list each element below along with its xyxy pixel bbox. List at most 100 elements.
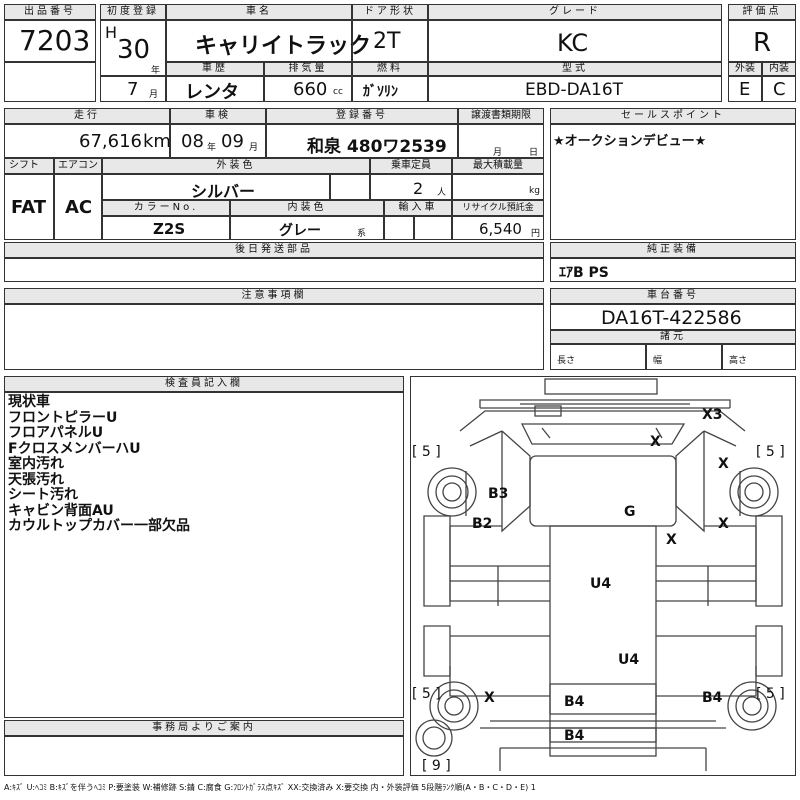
model-value: EBD-DA16T (525, 80, 624, 100)
color-no-value: Z2S (153, 220, 186, 238)
equipment-value: ｴｱB PS (559, 265, 609, 281)
mark-rear-left: X (484, 690, 495, 706)
history-value: レンタ (185, 82, 239, 103)
shift-header: シフト (4, 158, 54, 174)
inspector-line: フロアパネルU (8, 425, 104, 441)
int-color-header: 内装色 (230, 200, 384, 216)
inspector-line: 現状車 (8, 394, 50, 410)
equipment-cell: ｴｱB PS (550, 258, 796, 282)
fuel-cell: ｶﾞｿﾘﾝ (352, 76, 428, 102)
office-header: 事務局よりご案内 (4, 720, 404, 736)
mark-bed-rear: U4 (618, 652, 639, 668)
first-reg-cell: H 30 年 (100, 20, 166, 76)
transfer-day-unit: 日 (529, 148, 539, 158)
shift-cell: FAT (4, 174, 54, 240)
mark-right-front: X (718, 456, 729, 472)
model-header: 型式 (428, 62, 722, 76)
mark-bed-front: U4 (590, 576, 611, 592)
inspection-month-unit: 月 (249, 143, 259, 153)
inspection-cell: 08 年 09 月 (170, 124, 266, 158)
displacement-header: 排気量 (264, 62, 352, 76)
mileage-header: 走行 (4, 108, 170, 124)
inspector-line: カウルトップカバー一部欠品 (8, 518, 190, 534)
exterior-header: 外装 (728, 62, 762, 76)
inspector-line: フロントピラーU (8, 409, 118, 426)
mileage-value: 67,616 (79, 131, 142, 152)
int-color-suffix: 系 (357, 229, 367, 239)
aircon-header: エアコン (54, 158, 102, 174)
first-reg-month: 7 (127, 79, 139, 100)
caution-header: 注意事項欄 (4, 288, 544, 304)
door-value: 2T (373, 29, 401, 54)
ext-color-header: 外装色 (102, 158, 370, 174)
mileage-unit: km (143, 131, 171, 152)
mark-rear-bumper: B4 (564, 728, 585, 744)
caution-cell (4, 304, 544, 370)
plate-value: 和泉 480ワ2539 (307, 137, 447, 157)
interior-cell: C (762, 76, 796, 102)
inspector-line: キャビン背面AU (8, 502, 114, 519)
truck-diagram: X3 X X X B3 B2 G X U4 U4 X B4 B4 B4 [ 5 … (412, 378, 785, 774)
fuel-value: ｶﾞｿﾘﾝ (363, 84, 398, 100)
score-value: R (753, 28, 772, 58)
grade-header: グレード (428, 4, 722, 20)
exterior-value: E (739, 79, 751, 100)
aircon-value: AC (65, 197, 93, 218)
lot-no-header: 出品番号 (4, 4, 96, 20)
ext-color-value: シルバー (191, 182, 256, 201)
mark-rear-center: B4 (564, 694, 585, 710)
displacement-unit: cc (333, 87, 343, 97)
sales-point-header: セールスポイント (550, 108, 796, 124)
history-header: 車歴 (166, 62, 264, 76)
recycle-value: 6,540 (479, 220, 522, 238)
car-name-header: 車名 (166, 4, 352, 20)
fuel-header: 燃料 (352, 62, 428, 76)
inspector-header: 検査員記入欄 (4, 376, 404, 392)
recycle-header: リサイクル預託金 (452, 200, 544, 216)
car-name-value: キャリイトラック (195, 34, 372, 59)
aircon-cell: AC (54, 174, 102, 240)
spec-length-cell: 長さ (550, 344, 646, 370)
lot-no-cell: 7203 (4, 20, 96, 62)
first-reg-month-cell: 7 月 (100, 76, 166, 102)
int-color-value: グレー (279, 223, 321, 239)
recycle-unit: 円 (531, 229, 541, 239)
tire-depth-front-right: [ 5 ] (756, 444, 785, 460)
lot-no-blank (4, 62, 96, 102)
max-load-header: 最大積載量 (452, 158, 544, 174)
first-reg-era: H (105, 23, 118, 42)
mark-cab-right: X (666, 532, 677, 548)
damage-diagram-frame (410, 376, 796, 776)
first-reg-month-unit: 月 (149, 90, 159, 100)
sales-point-cell: ★オークションデビュー★ (550, 124, 796, 240)
mark-left-door: B2 (472, 516, 492, 532)
displacement-cell: 660 cc (264, 76, 352, 102)
mark-left-front: B3 (488, 486, 508, 502)
import-cell-b (414, 216, 452, 240)
ext-color-blank (330, 174, 370, 200)
chassis-value: DA16T-422586 (601, 307, 742, 329)
chassis-cell: DA16T-422586 (550, 304, 796, 330)
recycle-cell: 6,540 円 (452, 216, 544, 240)
score-header: 評価点 (728, 4, 796, 20)
interior-value: C (773, 79, 786, 100)
door-header: ドア形状 (352, 4, 428, 20)
tire-depth-spare: [ 9 ] (422, 758, 451, 774)
inspector-cell (4, 392, 404, 718)
later-parts-header: 後日発送部品 (4, 242, 544, 258)
interior-header: 内装 (762, 62, 796, 76)
car-name-cell: キャリイトラック (166, 20, 371, 62)
spec-width-label: 幅 (653, 356, 663, 366)
spec-length-label: 長さ (557, 356, 576, 366)
mark-front-bumper: X3 (702, 407, 723, 423)
inspector-notes: 現状車 フロントピラーU フロアパネルU FクロスメンバーハU 室内汚れ 天張汚… (8, 394, 190, 535)
lot-no-value: 7203 (19, 24, 91, 57)
int-color-cell: グレー 系 (230, 216, 384, 240)
ext-color-cell: シルバー (102, 174, 330, 201)
plate-cell: 和泉 480ワ2539 (266, 124, 458, 158)
mark-rear-right: B4 (702, 690, 723, 706)
grade-value: KC (557, 29, 589, 57)
inspector-line: 室内汚れ (8, 456, 64, 472)
score-cell: R (728, 20, 796, 62)
inspector-line: シート汚れ (8, 487, 78, 503)
